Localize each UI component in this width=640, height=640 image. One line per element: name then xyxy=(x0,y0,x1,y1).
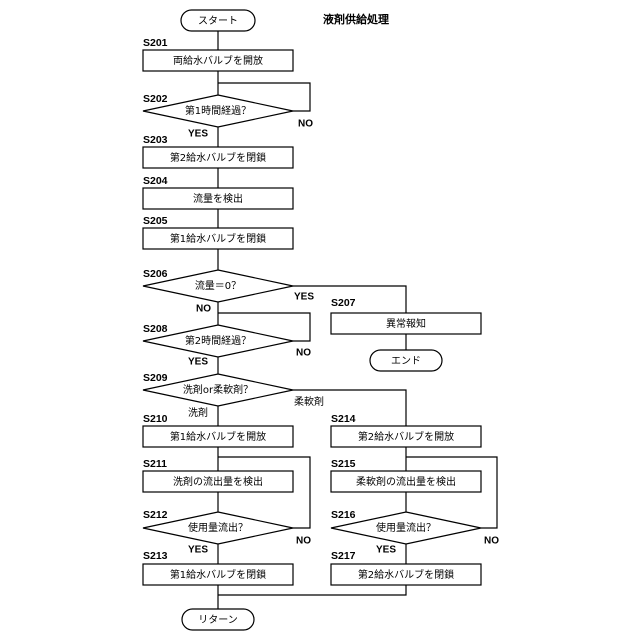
step-id-s209: S209 xyxy=(143,372,168,384)
process-s210: 第1給水バルブを開放 xyxy=(143,426,293,447)
process-s201: 両給水バルブを開放 xyxy=(143,50,293,71)
process-s217-text: 第2給水バルブを閉鎖 xyxy=(358,568,454,581)
branch-s212-no: NO xyxy=(296,536,311,547)
step-id-s208: S208 xyxy=(143,323,168,335)
start-terminal: スタート xyxy=(181,10,255,31)
process-s211-text: 洗剤の流出量を検出 xyxy=(173,475,263,488)
process-s210-text: 第1給水バルブを開放 xyxy=(170,430,266,443)
process-s205: 第1給水バルブを閉鎖 xyxy=(143,228,293,249)
step-id-s215: S215 xyxy=(331,458,356,470)
process-s214: 第2給水バルブを開放 xyxy=(331,426,481,447)
decision-s212-text: 使用量流出？ xyxy=(188,521,248,534)
decision-s209-text: 洗剤or柔軟剤？ xyxy=(183,383,253,396)
branch-s216-no: NO xyxy=(484,536,499,547)
decision-s208-text: 第2時間経過？ xyxy=(185,334,251,347)
return-terminal: リターン xyxy=(182,609,254,630)
process-s203: 第2給水バルブを閉鎖 xyxy=(143,147,293,168)
step-id-s207: S207 xyxy=(331,297,356,309)
process-s213: 第1給水バルブを閉鎖 xyxy=(143,564,293,585)
branch-s206-no: NO xyxy=(196,304,211,315)
step-id-s214: S214 xyxy=(331,413,356,425)
branch-s202-yes: YES xyxy=(188,129,208,140)
process-s204: 流量を検出 xyxy=(143,188,293,209)
step-id-s210: S210 xyxy=(143,413,168,425)
branch-s202-no: NO xyxy=(298,119,313,130)
process-s214-text: 第2給水バルブを開放 xyxy=(358,430,454,443)
branch-s216-yes: YES xyxy=(376,545,396,556)
process-s213-text: 第1給水バルブを閉鎖 xyxy=(170,568,266,581)
process-s207: 異常報知 xyxy=(331,313,481,334)
process-s215: 柔軟剤の流出量を検出 xyxy=(331,471,481,492)
process-s207-text: 異常報知 xyxy=(386,317,426,330)
step-id-s213: S213 xyxy=(143,550,168,562)
step-id-s216: S216 xyxy=(331,509,356,521)
process-s215-text: 柔軟剤の流出量を検出 xyxy=(356,475,456,488)
decision-s206-text: 流量＝0？ xyxy=(195,279,241,292)
decision-s202-text: 第1時間経過？ xyxy=(185,104,251,117)
decision-s216-text: 使用量流出？ xyxy=(376,521,436,534)
step-id-s206: S206 xyxy=(143,268,168,280)
process-s203-text: 第2給水バルブを閉鎖 xyxy=(170,151,266,164)
step-id-s204: S204 xyxy=(143,175,168,187)
process-s211: 洗剤の流出量を検出 xyxy=(143,471,293,492)
step-id-s201: S201 xyxy=(143,37,168,49)
process-s204-text: 流量を検出 xyxy=(193,192,243,205)
diagram-title: 液剤供給処理 xyxy=(323,12,389,26)
branch-s212-yes: YES xyxy=(188,545,208,556)
end-terminal: エンド xyxy=(370,350,442,371)
return-label: リターン xyxy=(198,614,238,626)
step-id-s203: S203 xyxy=(143,134,168,146)
branch-s209-detergent: 洗剤 xyxy=(188,406,208,419)
end-label: エンド xyxy=(391,356,421,367)
process-s201-text: 両給水バルブを開放 xyxy=(173,54,263,67)
process-s205-text: 第1給水バルブを閉鎖 xyxy=(170,232,266,245)
step-id-s217: S217 xyxy=(331,550,356,562)
step-id-s211: S211 xyxy=(143,458,167,470)
branch-s208-no: NO xyxy=(296,348,311,359)
step-id-s202: S202 xyxy=(143,93,168,105)
branch-s208-yes: YES xyxy=(188,357,208,368)
start-label: スタート xyxy=(198,15,238,27)
branch-s206-yes: YES xyxy=(294,292,314,303)
branch-s209-softener: 柔軟剤 xyxy=(294,395,324,408)
step-id-s205: S205 xyxy=(143,215,168,227)
process-s217: 第2給水バルブを閉鎖 xyxy=(331,564,481,585)
step-id-s212: S212 xyxy=(143,509,168,521)
